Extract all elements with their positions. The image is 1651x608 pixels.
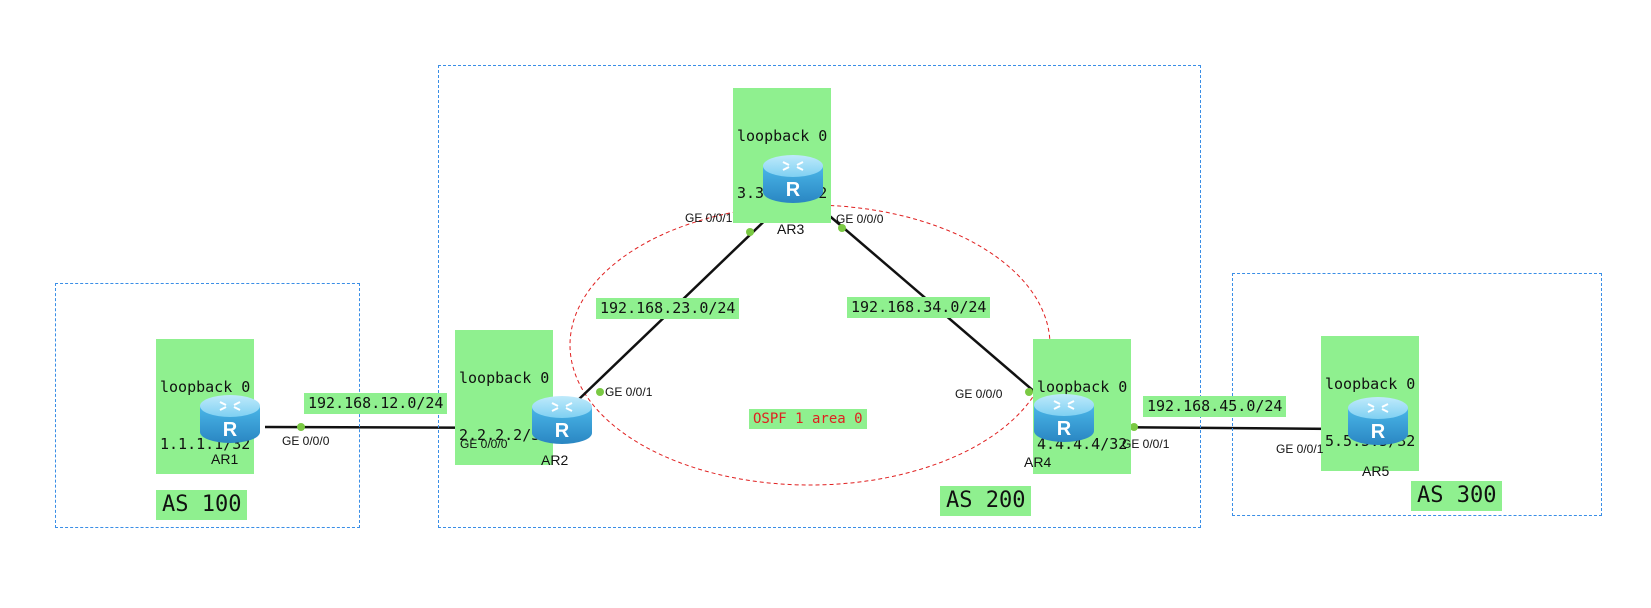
- router-icon: R: [1034, 394, 1094, 442]
- loopback-title: loopback 0: [737, 127, 828, 145]
- as-200-label: AS 200: [940, 486, 1032, 516]
- port-dot: [746, 228, 754, 236]
- subnet-label-ar3-ar4: 192.168.34.0/24: [847, 297, 991, 318]
- port-dot: [1130, 423, 1138, 431]
- router-name: AR4: [1024, 454, 1052, 470]
- port-label-ar2-ge000: GE 0/0/0: [460, 437, 508, 451]
- port-label-ar3-ge000: GE 0/0/0: [836, 212, 884, 226]
- subnet-label-ar4-ar5: 192.168.45.0/24: [1143, 396, 1287, 417]
- port-dot: [838, 224, 846, 232]
- router-name: AR2: [541, 452, 569, 468]
- svg-text:R: R: [555, 420, 570, 442]
- port-label-ar1-ge000: GE 0/0/0: [282, 434, 330, 448]
- router-name: AR5: [1362, 463, 1390, 479]
- router-icon: R: [532, 396, 592, 444]
- port-label-ar4-ge001: GE 0/0/1: [1122, 437, 1170, 451]
- loopback-title: loopback 0: [1325, 375, 1416, 393]
- as-300-box: [1232, 273, 1602, 516]
- subnet-label-ar1-ar2: 192.168.12.0/24: [304, 393, 448, 414]
- svg-text:R: R: [223, 419, 238, 441]
- port-label-ar2-ge001: GE 0/0/1: [605, 385, 653, 399]
- as-200-box: [438, 65, 1201, 528]
- loopback-title: loopback 0: [1037, 378, 1128, 396]
- loopback-title: loopback 0: [459, 369, 550, 387]
- router-name: AR3: [777, 221, 805, 237]
- svg-text:R: R: [1371, 421, 1386, 443]
- port-label-ar3-ge001: GE 0/0/1: [685, 211, 733, 225]
- router-icon: R: [763, 155, 823, 203]
- loopback-title: loopback 0: [160, 378, 251, 396]
- as-300-label: AS 300: [1411, 481, 1503, 511]
- router-icon: R: [1348, 397, 1408, 445]
- port-label-ar4-ge000: GE 0/0/0: [955, 387, 1003, 401]
- svg-text:R: R: [786, 179, 801, 201]
- as-100-label: AS 100: [156, 490, 248, 520]
- router-icon: R: [200, 395, 260, 443]
- router-name: AR1: [211, 451, 239, 467]
- port-dot: [297, 423, 305, 431]
- subnet-label-ar2-ar3: 192.168.23.0/24: [596, 298, 740, 319]
- port-dot: [1025, 388, 1033, 396]
- port-label-ar5-ge001: GE 0/0/1: [1276, 442, 1324, 456]
- svg-text:R: R: [1057, 418, 1072, 440]
- ar2-loopback: loopback 0 2.2.2.2/32: [455, 330, 554, 465]
- loopback-ip: 2.2.2.2/32: [459, 426, 550, 444]
- ospf-area-label: OSPF 1 area 0: [749, 409, 867, 429]
- port-dot: [596, 388, 604, 396]
